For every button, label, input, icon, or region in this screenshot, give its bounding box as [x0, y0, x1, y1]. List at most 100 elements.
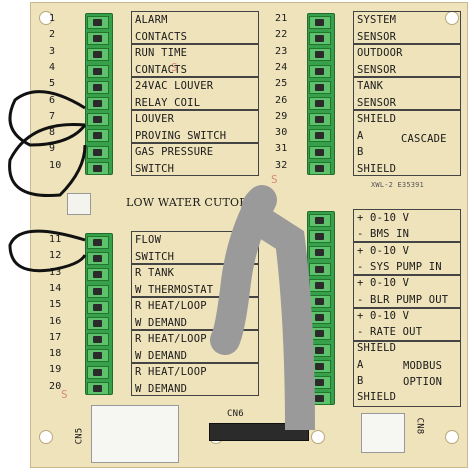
terminal-label: SWITCH	[135, 250, 175, 263]
option-label: OPTION	[403, 376, 443, 388]
connector-cn8-label: CN8	[414, 417, 425, 435]
screw-terminal[interactable]	[309, 16, 331, 29]
low-water-connector[interactable]	[67, 193, 91, 215]
low-water-label: LOW WATER CUTOFF	[126, 196, 255, 209]
connector-cn6[interactable]	[209, 423, 309, 441]
screw-terminal[interactable]	[309, 129, 331, 143]
screw-terminal[interactable]	[309, 145, 331, 159]
terminal-label: R TANK	[135, 267, 175, 279]
screw-terminal[interactable]	[309, 230, 331, 244]
terminal-label: + 0-10 V	[357, 212, 410, 224]
mount-hole	[39, 430, 53, 444]
terminal-number: 16	[49, 315, 62, 327]
terminal-number: 1	[49, 13, 56, 24]
screw-terminal[interactable]	[87, 300, 109, 314]
terminal-label: W THERMOSTAT	[135, 283, 214, 296]
screw-terminal[interactable]	[87, 145, 109, 159]
screw-terminal[interactable]	[309, 343, 331, 357]
silkscreen-mark: S	[271, 173, 278, 186]
screw-terminal[interactable]	[309, 359, 331, 373]
screw-terminal[interactable]	[87, 252, 109, 266]
screw-terminal[interactable]	[87, 32, 109, 46]
terminal-label: RELAY COIL	[135, 96, 201, 109]
screw-terminal[interactable]	[87, 317, 109, 330]
label-box	[131, 110, 259, 143]
screw-terminal[interactable]	[309, 392, 331, 406]
connector-cn5[interactable]	[91, 405, 179, 463]
terminal-label: R HEAT/LOOP	[135, 300, 207, 312]
terminal-number: 15	[49, 299, 62, 311]
screw-terminal[interactable]	[309, 113, 331, 127]
terminal-label: SWITCH	[135, 162, 175, 175]
label-box	[131, 44, 259, 77]
screw-terminal[interactable]	[87, 381, 109, 395]
screw-terminal[interactable]	[309, 214, 331, 227]
screw-terminal[interactable]	[87, 365, 109, 379]
screw-terminal[interactable]	[309, 376, 331, 389]
screw-terminal[interactable]	[87, 48, 109, 62]
screw-terminal[interactable]	[87, 129, 109, 143]
terminal-label: W DEMAND	[135, 316, 188, 329]
terminal-label: SENSOR	[357, 63, 397, 76]
modbus-label: MODBUS	[403, 360, 443, 372]
screw-terminal[interactable]	[309, 311, 331, 325]
screw-terminal[interactable]	[87, 161, 109, 175]
terminal-number: 22	[275, 29, 288, 41]
terminal-label: - SYS PUMP IN	[357, 260, 442, 273]
screw-terminal[interactable]	[87, 97, 109, 110]
screw-terminal[interactable]	[309, 295, 331, 308]
terminal-number: 17	[49, 331, 62, 343]
silkscreen-mark: S	[61, 388, 68, 401]
terminal-label: - RATE OUT	[357, 326, 423, 339]
terminal-number: 25	[275, 78, 288, 90]
certification-mark: XWL-2 E35391	[371, 181, 424, 189]
screw-terminal[interactable]	[87, 349, 109, 363]
screw-terminal[interactable]	[87, 113, 109, 127]
terminal-label: A	[357, 358, 364, 371]
screw-terminal[interactable]	[87, 268, 109, 282]
screw-terminal[interactable]	[309, 48, 331, 62]
screw-terminal[interactable]	[309, 64, 331, 78]
terminal-number: 26	[275, 94, 288, 106]
terminal-number: 19	[49, 364, 62, 376]
screw-terminal[interactable]	[309, 161, 331, 175]
screw-terminal[interactable]	[309, 97, 331, 110]
terminal-number: 10	[49, 159, 62, 171]
terminal-number: 24	[275, 61, 288, 73]
label-box	[131, 143, 259, 176]
terminal-label: ALARM	[135, 14, 168, 26]
mount-hole	[39, 11, 53, 25]
screw-terminal[interactable]	[87, 284, 109, 298]
terminal-number: 8	[49, 127, 56, 139]
terminal-label: W DEMAND	[135, 349, 188, 362]
terminal-label: B	[357, 375, 364, 387]
label-box	[353, 110, 461, 176]
screw-terminal[interactable]	[87, 333, 109, 347]
terminal-number: 12	[49, 250, 62, 262]
terminal-number: 11	[49, 234, 62, 245]
screw-terminal[interactable]	[309, 246, 331, 260]
screw-terminal[interactable]	[309, 327, 331, 341]
screw-terminal[interactable]	[309, 278, 331, 292]
terminal-label: LOUVER	[135, 113, 175, 125]
label-box	[131, 77, 259, 110]
terminal-label: SENSOR	[357, 30, 397, 43]
terminal-label: R HEAT/LOOP	[135, 333, 207, 345]
screw-terminal[interactable]	[87, 80, 109, 94]
cascade-label: CASCADE	[401, 133, 447, 145]
screw-terminal[interactable]	[309, 32, 331, 46]
silkscreen-mark: S	[171, 61, 178, 74]
screw-terminal[interactable]	[87, 64, 109, 78]
terminal-label: SYSTEM	[357, 14, 397, 26]
connector-cn8[interactable]	[361, 413, 405, 453]
label-box	[353, 209, 461, 242]
screw-terminal[interactable]	[309, 80, 331, 94]
terminal-label: SHIELD	[357, 391, 397, 404]
screw-terminal[interactable]	[87, 236, 109, 249]
terminal-label: SENSOR	[357, 96, 397, 109]
screw-terminal[interactable]	[309, 262, 331, 276]
terminal-number: 30	[275, 127, 288, 139]
terminal-label: TANK	[357, 80, 384, 92]
terminal-number: 20	[49, 380, 62, 392]
screw-terminal[interactable]	[87, 16, 109, 29]
